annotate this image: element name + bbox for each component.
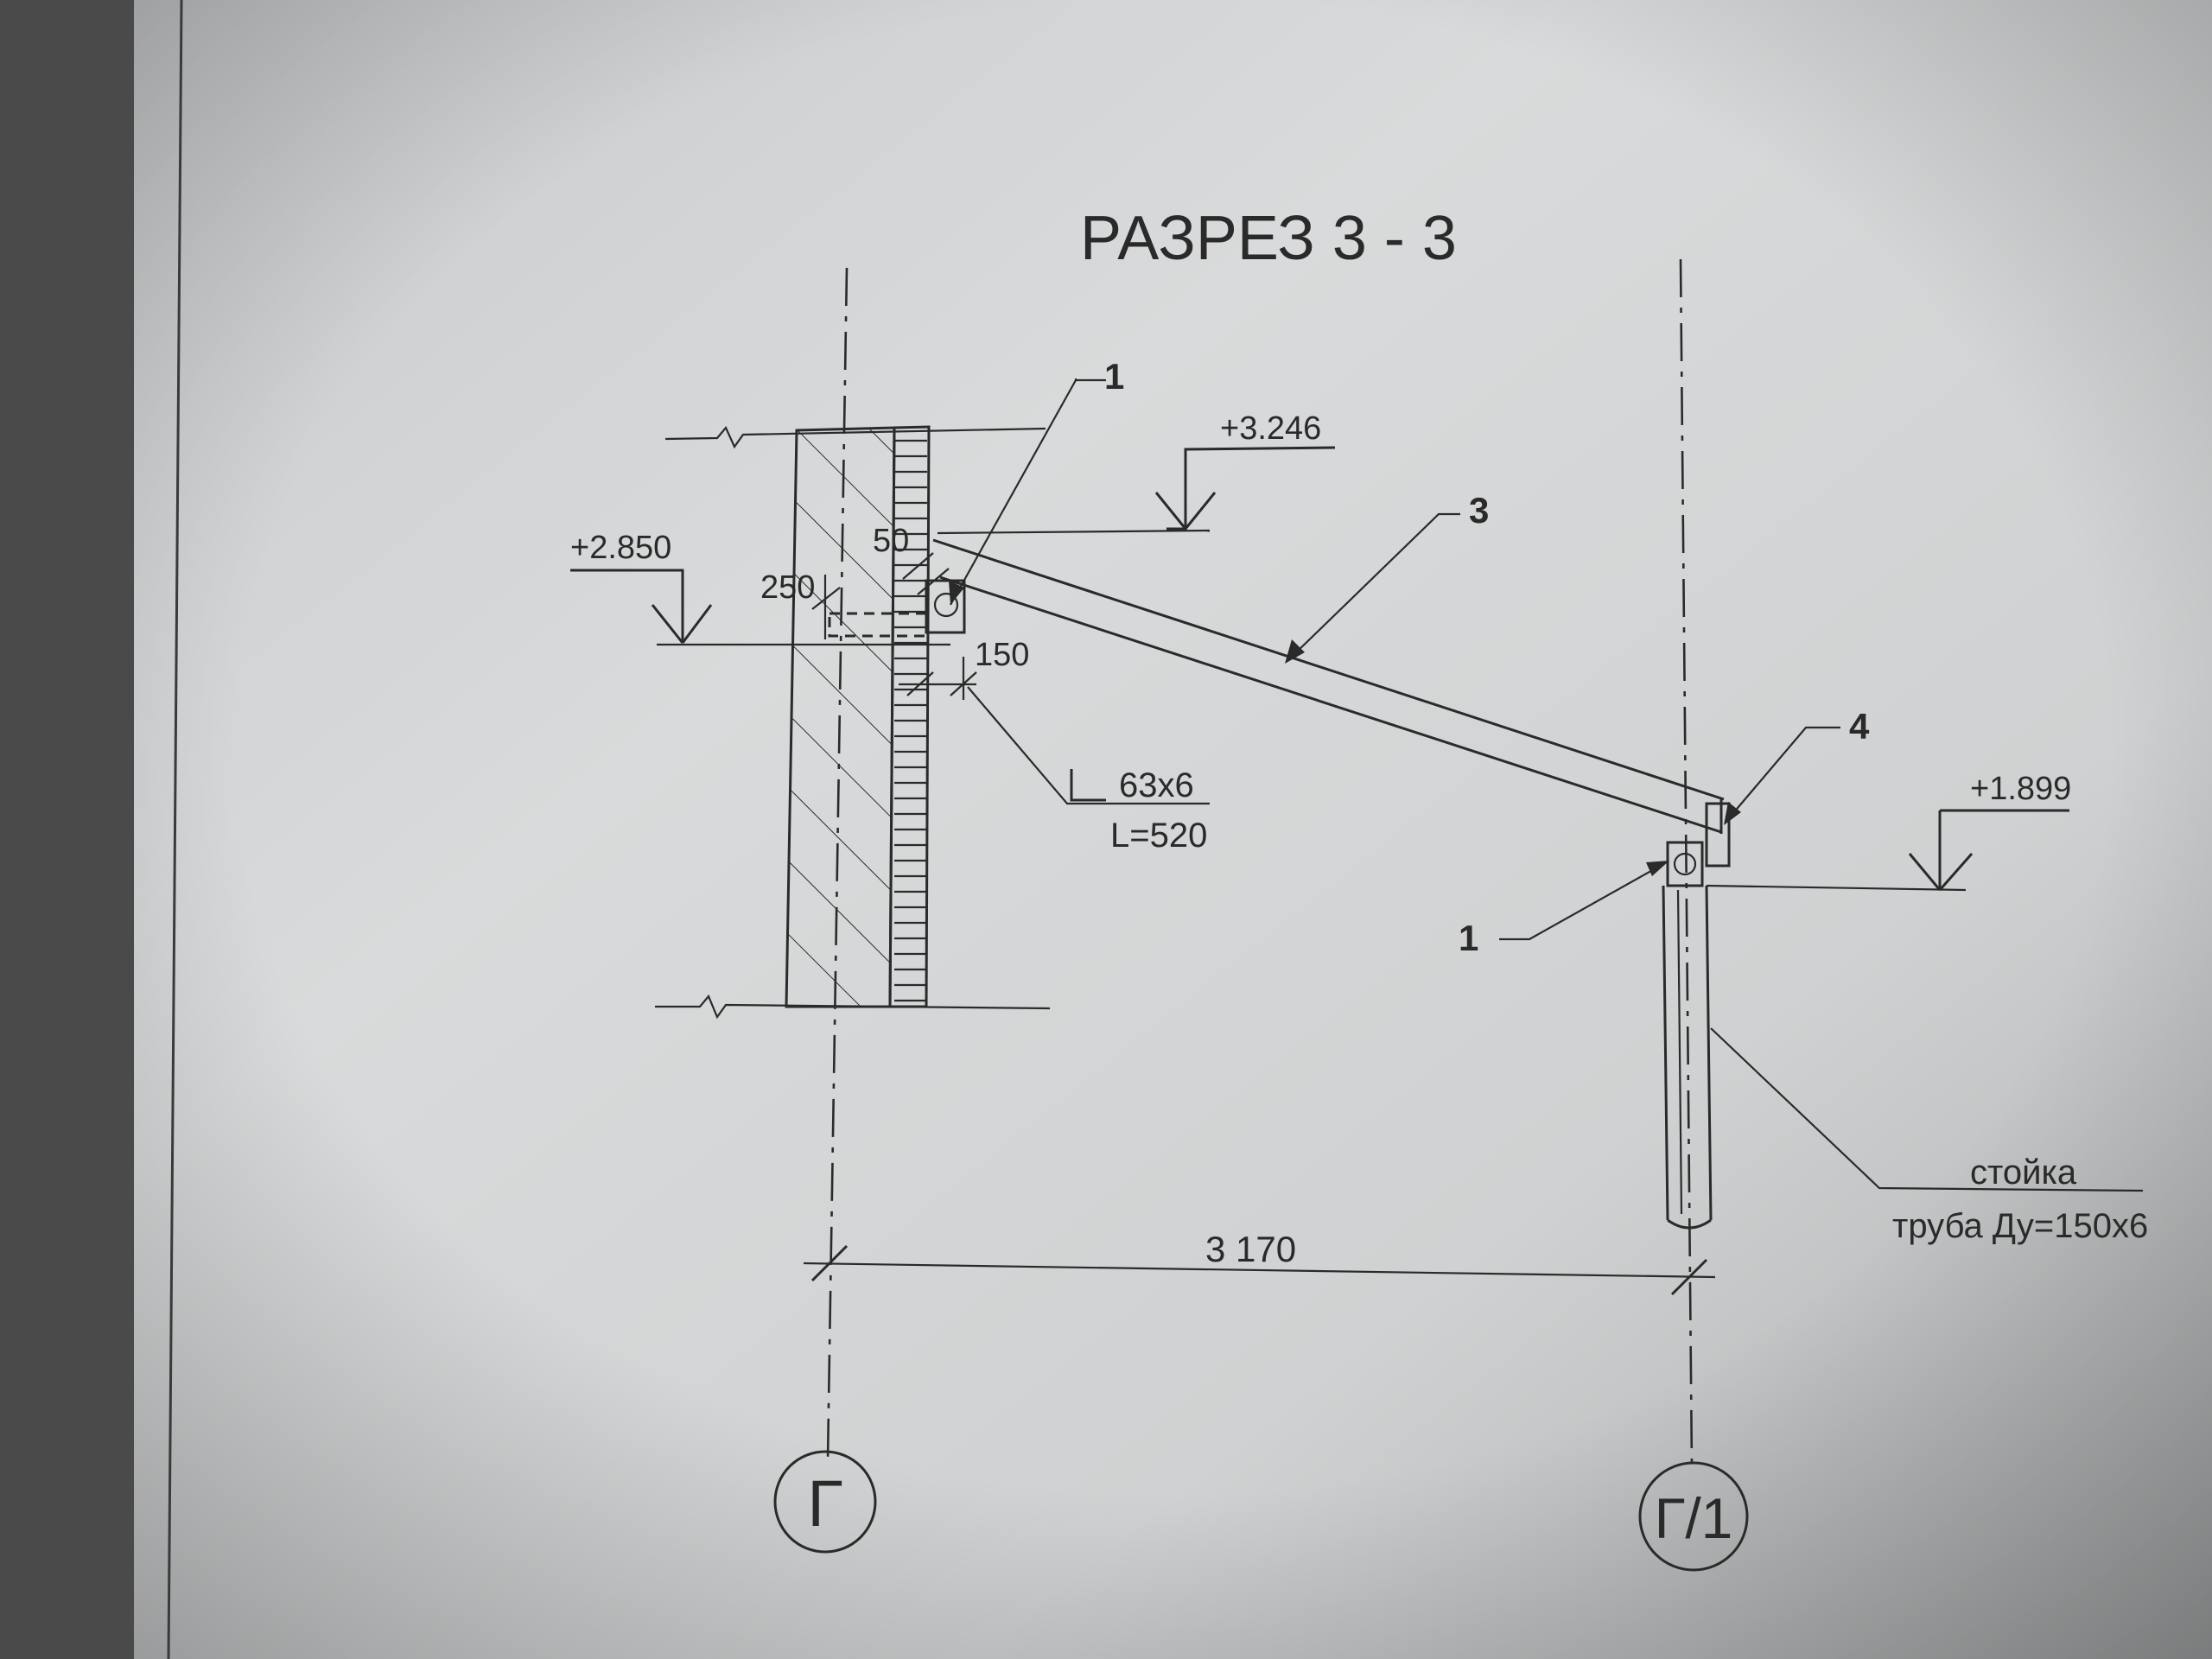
span-dimension-label: 3 170 — [1205, 1229, 1296, 1269]
angle-callout: 63х6 L=520 — [967, 686, 1210, 855]
axis-label-left: Г — [807, 1467, 842, 1541]
callout-4: 4 — [1724, 706, 1870, 825]
dimension-250-label: 250 — [760, 569, 815, 606]
angle-profile-label: 63х6 — [1119, 766, 1194, 804]
angle-length-label: L=520 — [1110, 817, 1207, 855]
dimension-150-label: 150 — [975, 637, 1029, 673]
break-line-top — [664, 425, 1046, 449]
post-callout: стойка труба Ду=150х6 — [1710, 1027, 2148, 1245]
support-bolt — [933, 592, 959, 618]
axis-bubble-left — [773, 1450, 877, 1554]
dimension-250: 250 — [760, 569, 841, 639]
span-dimension: 3 170 — [803, 1229, 1716, 1296]
elevation-right-label: +1.899 — [1970, 771, 2071, 807]
axis-bubble-right — [1638, 1461, 1749, 1572]
break-line-bottom — [655, 994, 1051, 1020]
dimension-50-label: 50 — [873, 523, 909, 559]
callout-4-label: 4 — [1849, 706, 1870, 747]
post-label-line2: труба Ду=150х6 — [1892, 1207, 2148, 1245]
post-pipe — [1662, 885, 1713, 1230]
post-label-line1: стойка — [1970, 1154, 2077, 1192]
callout-3: 3 — [1285, 490, 1489, 664]
callout-1-top-label: 1 — [1104, 356, 1124, 397]
elevation-right: +1.899 — [1706, 771, 2071, 892]
elevation-top: +3.246 — [937, 410, 1336, 535]
callout-1-bottom-label: 1 — [1459, 918, 1478, 958]
elevation-top-label: +3.246 — [1220, 410, 1321, 447]
post-top-support — [1666, 841, 1704, 887]
elevation-left-label: +2.850 — [570, 530, 671, 566]
dimension-50: 50 — [873, 523, 950, 595]
sloped-beam — [932, 538, 1725, 834]
elevation-left: +2.850 — [570, 530, 950, 646]
callout-1-top: 1 — [949, 356, 1124, 606]
support-angle — [925, 579, 966, 634]
drawing-title: РАЗРЕЗ 3 - 3 — [1080, 204, 1457, 273]
brick-wall — [785, 425, 931, 1008]
axis-label-right: Г/1 — [1655, 1486, 1733, 1550]
axis-line-right — [1679, 258, 1694, 1470]
beam-end-plate — [1705, 802, 1731, 868]
page-border-line — [167, 0, 183, 1659]
callout-1-bottom: 1 — [1459, 861, 1669, 958]
dimension-150: 150 — [899, 637, 1029, 700]
callout-3-label: 3 — [1469, 490, 1489, 531]
